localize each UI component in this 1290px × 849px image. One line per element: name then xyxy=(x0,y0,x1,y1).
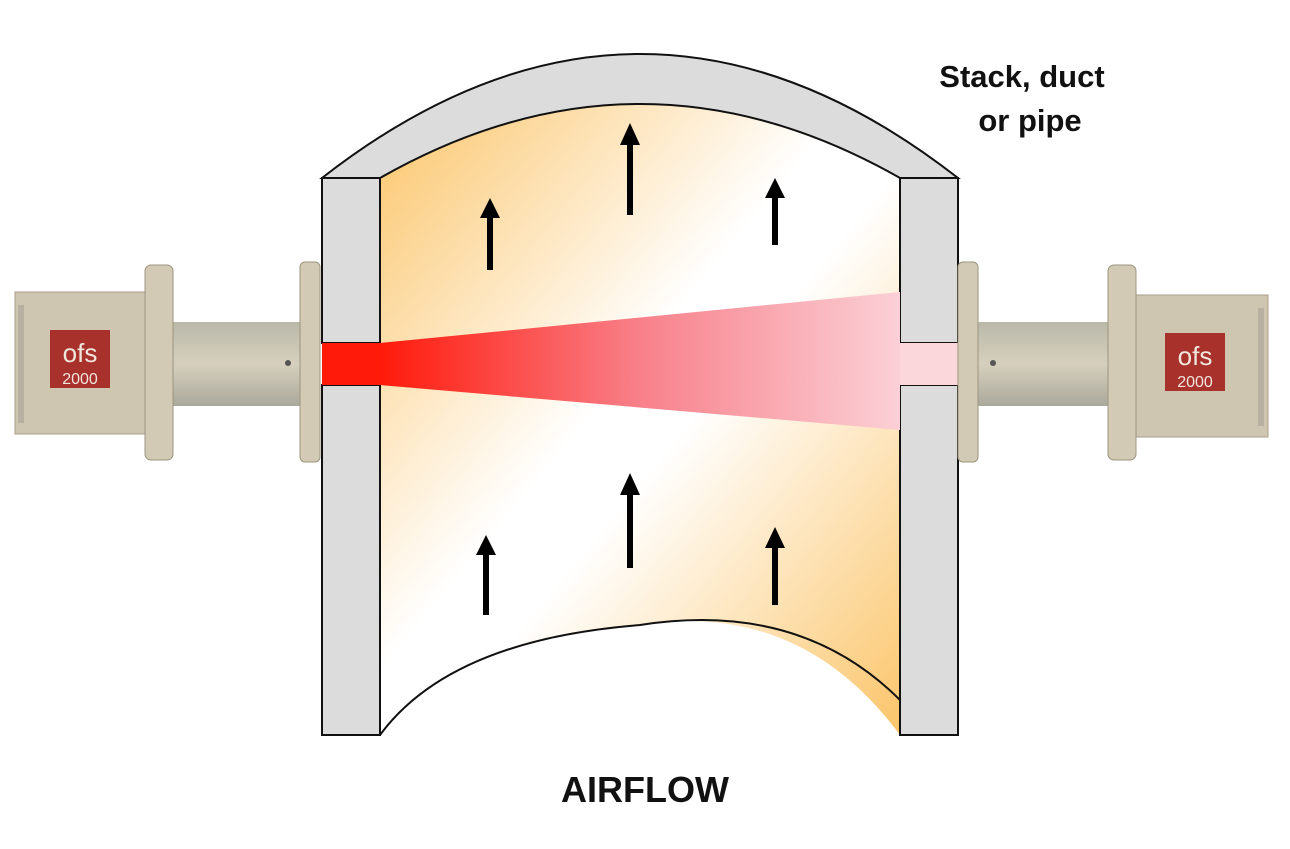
left-wall-upper xyxy=(321,177,381,344)
left-sensor-device: ofs 2000 xyxy=(14,261,321,463)
ofs-logo xyxy=(1165,333,1225,391)
logo-text-top: ofs xyxy=(63,338,98,368)
stack-label-line2: or pipe xyxy=(978,103,1081,138)
right-wall-lower xyxy=(899,384,959,736)
pipe-bottom-edge xyxy=(379,619,901,736)
right-sensor-device: ofs 2000 xyxy=(957,261,1269,463)
beam-source xyxy=(322,343,380,385)
stack-label-line1: Stack, duct xyxy=(939,59,1104,94)
logo-text-top: ofs xyxy=(1178,341,1213,371)
ofs-logo xyxy=(50,330,110,388)
beam-exit xyxy=(900,343,958,385)
airflow-label: AIRFLOW xyxy=(561,769,729,810)
pipe-interior xyxy=(380,104,900,735)
left-wall-lower xyxy=(321,384,381,736)
laser-beam xyxy=(380,292,900,430)
arrow-up-icon xyxy=(476,123,785,615)
logo-text-bottom: 2000 xyxy=(1177,374,1213,391)
right-wall-upper xyxy=(899,177,959,344)
logo-text-bottom: 2000 xyxy=(62,371,98,388)
